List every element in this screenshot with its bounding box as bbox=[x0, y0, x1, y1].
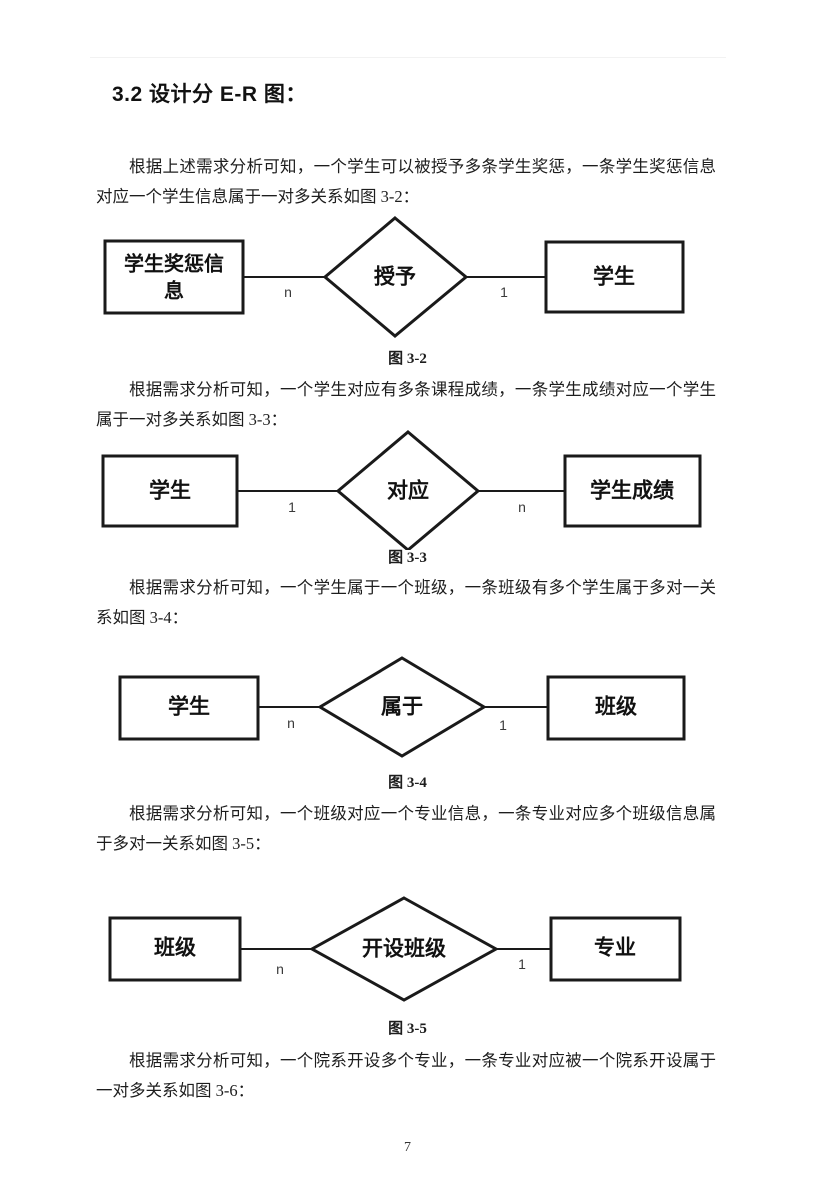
relationship-diamond-3-5 bbox=[308, 896, 500, 1002]
relationship-label-3-2: 授予 bbox=[374, 266, 416, 289]
entity-box-right-3-4 bbox=[546, 675, 686, 741]
er-diagram-3-3: 学生 对应 学生成绩 1 n bbox=[0, 428, 815, 550]
paragraph-4: 根据需求分析可知，一个班级对应一个专业信息，一条专业对应多个班级信息属于多对一关… bbox=[96, 804, 716, 853]
cardinality-left-3-3: 1 bbox=[288, 499, 296, 515]
entity-label-left-3-3: 学生 bbox=[149, 479, 191, 503]
entity-label-left-3-5: 班级 bbox=[154, 936, 196, 960]
relationship-diamond-3-2 bbox=[322, 216, 469, 338]
relationship-diamond-3-4 bbox=[317, 656, 487, 758]
entity-label-right-3-4: 班级 bbox=[595, 695, 637, 719]
entity-label-right-3-3: 学生成绩 bbox=[590, 479, 674, 503]
entity-box-left-3-4 bbox=[118, 675, 260, 741]
figure-caption-3-2: 图 3-2 bbox=[388, 351, 427, 367]
paragraph-1: 根据上述需求分析可知，一个学生可以被授予多条学生奖惩，一条学生奖惩信息对应一个学… bbox=[96, 157, 716, 206]
paragraph-3: 根据需求分析可知，一个学生属于一个班级，一条班级有多个学生属于多对一关系如图 3… bbox=[96, 578, 716, 627]
relationship-label-3-3: 对应 bbox=[387, 479, 429, 503]
entity-box-left-3-3 bbox=[101, 454, 239, 528]
er-diagram-3-4: 学生 属于 班级 n 1 bbox=[0, 655, 815, 761]
cardinality-left-3-2: n bbox=[284, 284, 292, 300]
paragraph-2: 根据需求分析可知，一个学生对应有多条课程成绩，一条学生成绩对应一个学生属于一对多… bbox=[96, 380, 716, 429]
entity-label-left-3-2-line2: 息 bbox=[164, 278, 184, 302]
cardinality-left-3-4: n bbox=[287, 715, 295, 731]
cardinality-right-3-5: 1 bbox=[518, 956, 526, 972]
er-diagram-3-5: 班级 开设班级 专业 n 1 bbox=[0, 895, 815, 1003]
entity-label-right-3-2: 学生 bbox=[593, 265, 635, 289]
page-title: 3.2 设计分 E-R 图： bbox=[112, 83, 307, 106]
cardinality-right-3-2: 1 bbox=[500, 284, 508, 300]
entity-box-right-3-3 bbox=[563, 454, 702, 528]
header-rule bbox=[90, 57, 726, 58]
cardinality-right-3-3: n bbox=[518, 499, 526, 515]
paragraph-5: 根据需求分析可知，一个院系开设多个专业，一条专业对应被一个院系开设属于一对多关系… bbox=[96, 1051, 716, 1100]
relationship-label-3-5: 开设班级 bbox=[362, 937, 446, 961]
figure-caption-3-4: 图 3-4 bbox=[388, 775, 427, 791]
entity-label-left-3-2-line1: 学生奖惩信 bbox=[124, 251, 224, 275]
entity-box-right-3-2 bbox=[544, 240, 685, 314]
entity-box-left-3-5 bbox=[108, 916, 242, 982]
er-diagram-3-2: 学生奖惩信 息 授予 学生 n 1 bbox=[0, 213, 815, 338]
cardinality-right-3-4: 1 bbox=[499, 717, 507, 733]
figure-caption-3-3: 图 3-3 bbox=[388, 550, 427, 566]
page-number: 7 bbox=[404, 1140, 411, 1155]
figure-caption-3-5: 图 3-5 bbox=[388, 1021, 427, 1037]
cardinality-left-3-5: n bbox=[276, 961, 284, 977]
entity-label-left-3-4: 学生 bbox=[168, 695, 210, 719]
relationship-label-3-4: 属于 bbox=[381, 696, 423, 719]
relationship-diamond-3-3 bbox=[335, 430, 481, 550]
entity-box-right-3-5 bbox=[549, 916, 682, 982]
entity-box-left-3-2 bbox=[103, 239, 245, 315]
entity-label-right-3-5: 专业 bbox=[594, 936, 636, 960]
